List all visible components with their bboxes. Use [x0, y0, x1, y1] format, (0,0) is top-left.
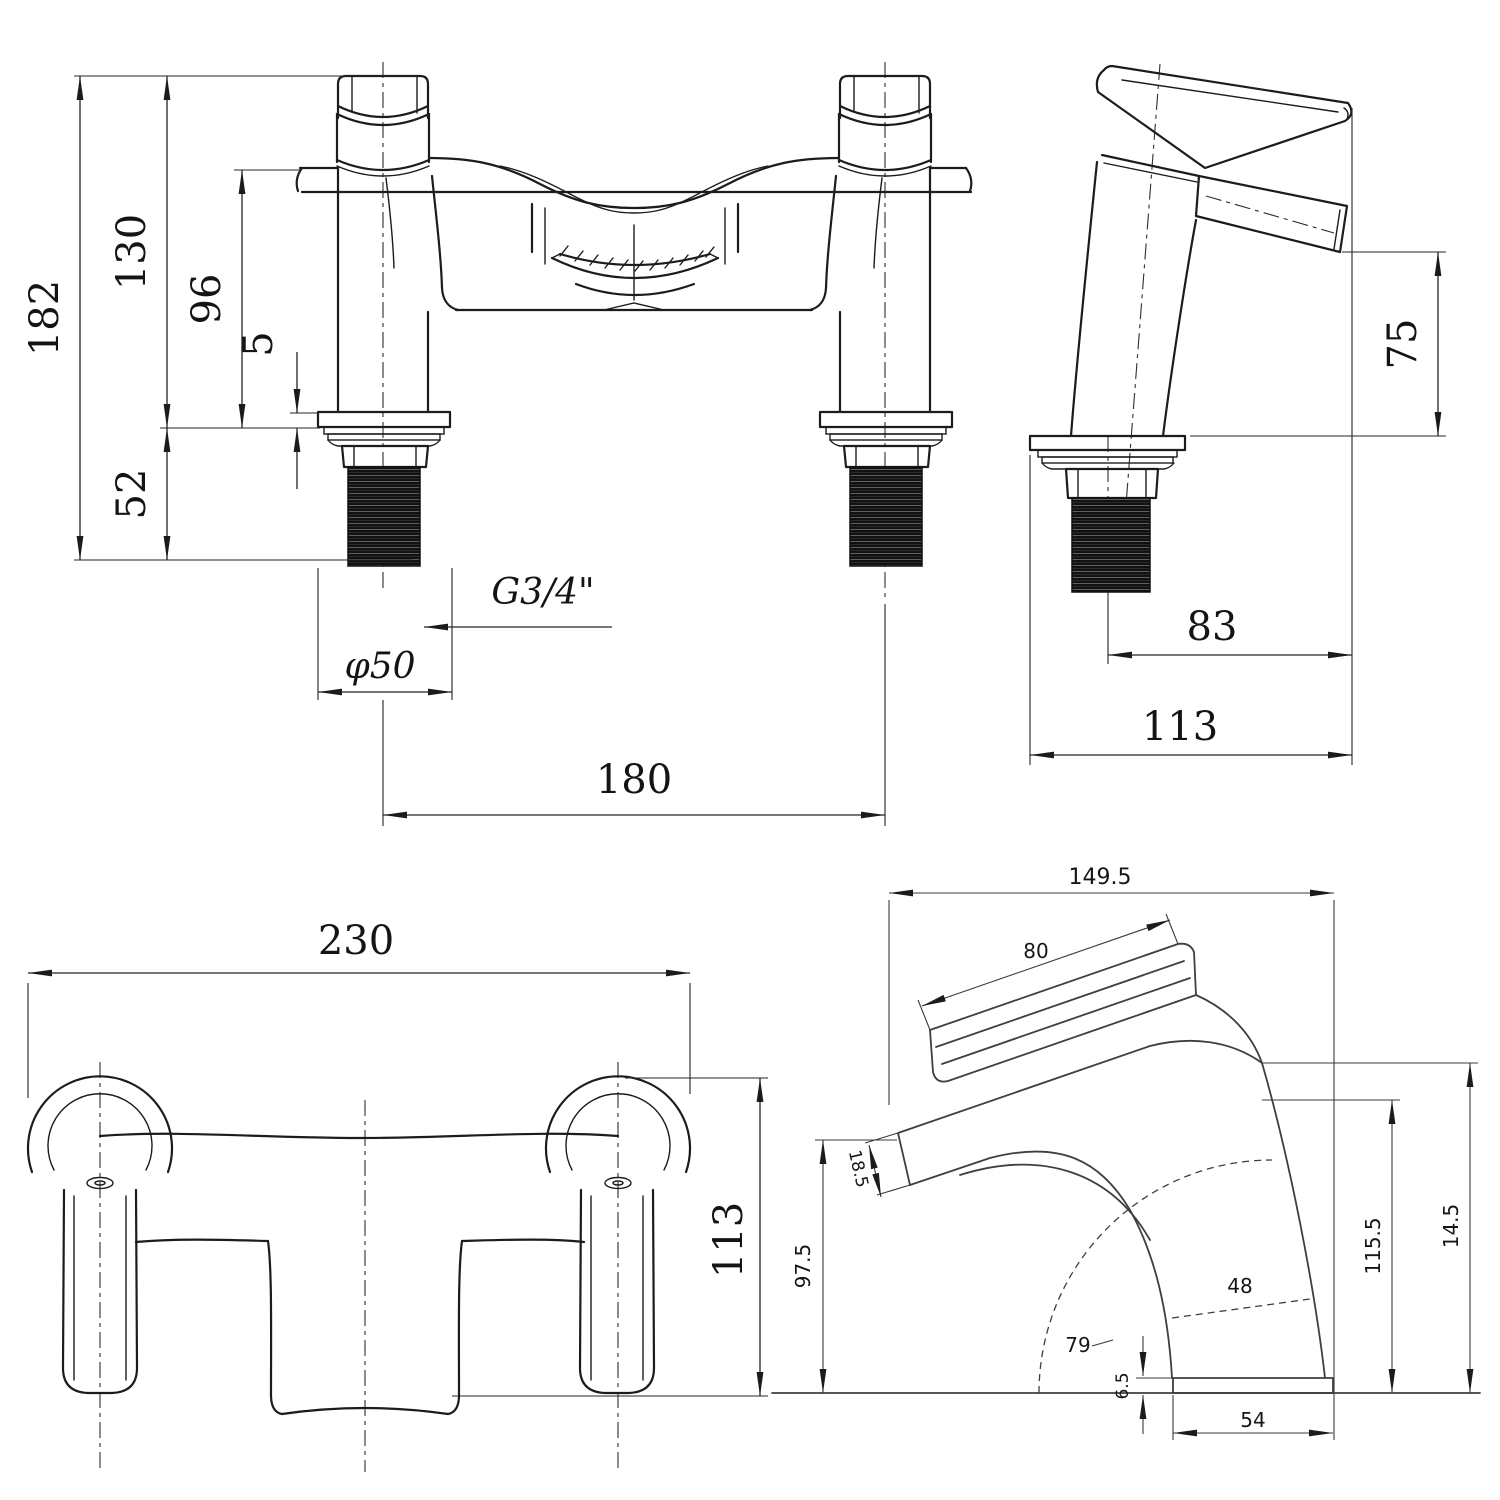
dim-label-14-5: 14.5: [1439, 1204, 1463, 1249]
dim-label-96: 96: [184, 274, 230, 325]
front-view-geometry: [295, 62, 973, 600]
dim-label-75: 75: [1380, 319, 1426, 370]
dim-label-48: 48: [1227, 1274, 1252, 1298]
dim-label-83: 83: [1187, 604, 1238, 650]
mixer-body: [897, 1045, 1151, 1134]
dim-label-6-5: 6.5: [1113, 1372, 1133, 1399]
basin-side-view: 149.5 80 18.5 97.5 115.5 14.5 48 79 6.5: [771, 865, 1481, 1440]
dim-label-113-side: 113: [1142, 704, 1218, 750]
centerline-spout: [1205, 195, 1335, 234]
dim-label-149-5: 149.5: [1069, 865, 1132, 890]
dim-label-18-5: 18.5: [844, 1148, 872, 1189]
basin-view-geometry: [771, 942, 1481, 1394]
plan-view-dimensions: 230 113: [27, 918, 768, 1397]
dim-label-54: 54: [1240, 1408, 1265, 1432]
dim-label-79: 79: [1065, 1333, 1090, 1357]
dim-label-130: 130: [109, 214, 155, 290]
thread-shank: [347, 466, 421, 567]
thread-shank: [1071, 497, 1151, 593]
body-width-line: [1171, 1298, 1311, 1319]
base-plate: [1172, 1377, 1334, 1394]
screw-hole-right: [604, 1176, 632, 1190]
centerline-body: [1125, 63, 1161, 506]
side-view-dimensions: 75 83 113: [1029, 251, 1446, 765]
dim-label-115-5: 115.5: [1361, 1217, 1385, 1274]
dim-label-97-5: 97.5: [791, 1244, 815, 1289]
dim-label-flange-diameter: φ50: [344, 646, 415, 687]
dim-label-180: 180: [596, 757, 672, 803]
screw-hole-left: [86, 1176, 114, 1190]
plan-view-geometry: [26, 1062, 692, 1472]
thread-shank: [849, 466, 923, 567]
side-view: 75 83 113: [1028, 63, 1446, 765]
dim-label-thread-size: G3/4": [491, 572, 594, 613]
dim-label-80: 80: [1023, 939, 1048, 963]
front-view: 182 130 52 96 5 G3/4" φ50 180: [22, 62, 973, 826]
mixer-handle: [929, 942, 1197, 1083]
plan-view: 230 113: [26, 918, 768, 1472]
side-view-geometry: [1028, 63, 1353, 765]
dim-label-182: 182: [22, 280, 68, 356]
dim-label-113-plan: 113: [706, 1202, 752, 1278]
dim-label-230: 230: [318, 918, 394, 964]
dim-label-52: 52: [109, 469, 155, 520]
front-view-dimensions: 182 130 52 96 5 G3/4" φ50 180: [22, 75, 886, 826]
cradle-hatching: [559, 245, 715, 272]
dim-label-5: 5: [236, 331, 282, 356]
spout-radius-arc: [1038, 1159, 1273, 1394]
basin-view-dimensions: 149.5 80 18.5 97.5 115.5 14.5 48 79 6.5: [791, 865, 1478, 1440]
